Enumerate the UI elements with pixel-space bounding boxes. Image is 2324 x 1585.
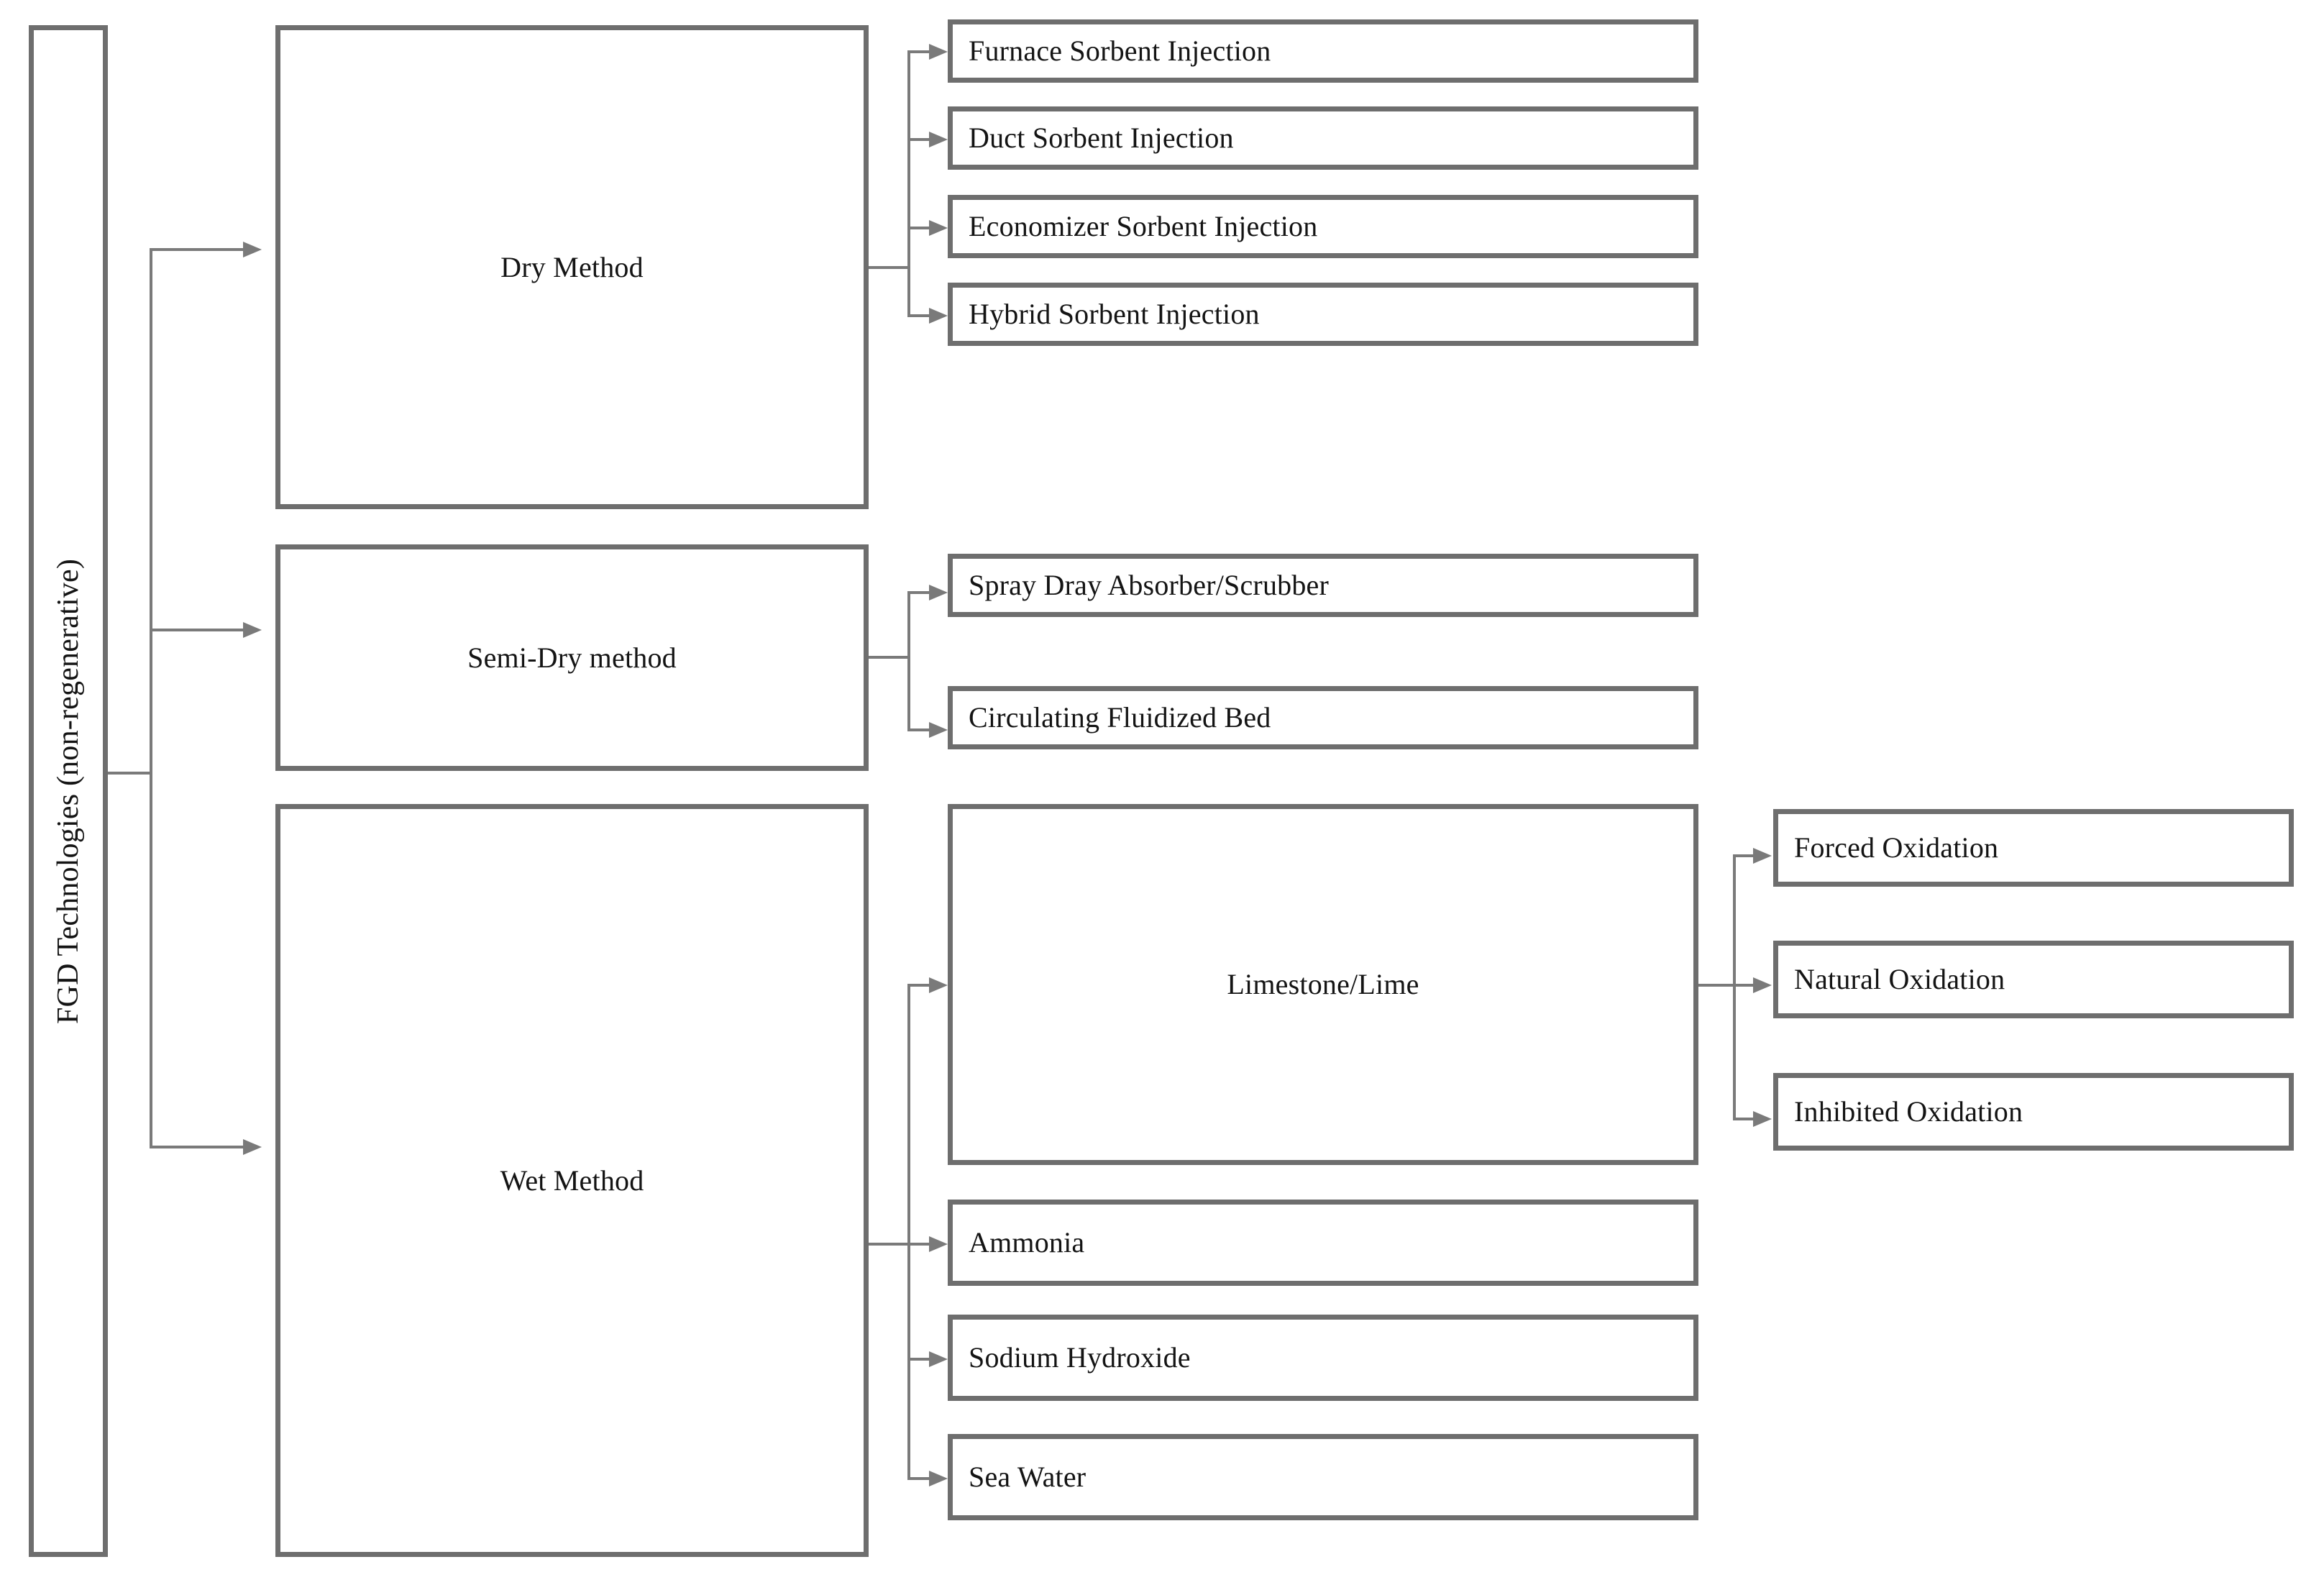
connector-root-stem xyxy=(108,772,151,775)
connector-root-to-semi-dry xyxy=(150,629,243,631)
arrowhead-wet-to-ammonia xyxy=(929,1236,948,1252)
connector-limestone-stem xyxy=(1698,984,1736,987)
node-semi-dry-method-label: Semi-Dry method xyxy=(467,641,677,674)
arrowhead-semidry-to-cfb xyxy=(929,722,948,738)
arrowhead-dry-to-duct xyxy=(929,132,948,147)
arrowhead-wet-to-sea-water xyxy=(929,1471,948,1486)
node-dry-method[interactable]: Dry Method xyxy=(275,25,869,509)
node-inhibited-oxidation-label: Inhibited Oxidation xyxy=(1794,1095,2023,1128)
arrowhead-root-to-dry xyxy=(243,242,262,257)
node-forced-oxidation[interactable]: Forced Oxidation xyxy=(1773,809,2294,887)
connector-wet-to-ammonia xyxy=(907,1243,930,1246)
node-natural-oxidation[interactable]: Natural Oxidation xyxy=(1773,941,2294,1018)
connector-dry-to-hybrid xyxy=(907,314,930,317)
node-limestone-lime[interactable]: Limestone/Lime xyxy=(948,804,1698,1165)
node-sodium-hydroxide-label: Sodium Hydroxide xyxy=(969,1341,1191,1374)
node-duct-sorbent-injection-label: Duct Sorbent Injection xyxy=(969,122,1234,154)
node-root-label: FGD Technologies (non-regenerative) xyxy=(51,558,85,1024)
connector-wet-stem xyxy=(869,1243,910,1246)
node-duct-sorbent-injection[interactable]: Duct Sorbent Injection xyxy=(948,106,1698,170)
node-furnace-sorbent-injection[interactable]: Furnace Sorbent Injection xyxy=(948,19,1698,83)
node-hybrid-sorbent-injection[interactable]: Hybrid Sorbent Injection xyxy=(948,283,1698,346)
connector-semidry-to-spray-dray xyxy=(907,591,930,594)
arrowhead-dry-to-furnace xyxy=(929,44,948,60)
node-wet-method[interactable]: Wet Method xyxy=(275,804,869,1557)
connector-dry-bus xyxy=(907,50,910,314)
node-sea-water-label: Sea Water xyxy=(969,1461,1086,1493)
arrowhead-wet-to-limestone xyxy=(929,977,948,993)
arrowhead-root-to-wet xyxy=(243,1139,262,1155)
node-sea-water[interactable]: Sea Water xyxy=(948,1434,1698,1520)
node-natural-oxidation-label: Natural Oxidation xyxy=(1794,963,2005,995)
arrowhead-limestone-to-forced xyxy=(1753,848,1772,864)
connector-dry-to-economizer xyxy=(907,227,930,229)
node-ammonia-label: Ammonia xyxy=(969,1226,1085,1259)
arrowhead-root-to-semi-dry xyxy=(243,622,262,638)
connector-limestone-to-natural xyxy=(1733,984,1755,987)
arrowhead-dry-to-hybrid xyxy=(929,308,948,324)
connector-wet-to-sodium-hydroxide xyxy=(907,1358,930,1361)
node-fgd-technologies-root[interactable]: FGD Technologies (non-regenerative) xyxy=(29,25,108,1557)
connector-wet-to-sea-water xyxy=(907,1477,930,1480)
arrowhead-wet-to-sodium-hydroxide xyxy=(929,1351,948,1367)
node-sodium-hydroxide[interactable]: Sodium Hydroxide xyxy=(948,1315,1698,1401)
node-limestone-lime-label: Limestone/Lime xyxy=(1227,968,1419,1000)
connector-wet-bus xyxy=(907,984,910,1480)
node-spray-dray-absorber-scrubber[interactable]: Spray Dray Absorber/Scrubber xyxy=(948,554,1698,617)
arrowhead-dry-to-economizer xyxy=(929,220,948,236)
connector-root-bus xyxy=(150,248,152,1148)
connector-dry-to-furnace xyxy=(907,50,930,53)
node-circulating-fluidized-bed-label: Circulating Fluidized Bed xyxy=(969,701,1271,734)
connector-limestone-bus xyxy=(1733,854,1736,1120)
node-spray-dray-absorber-scrubber-label: Spray Dray Absorber/Scrubber xyxy=(969,569,1330,601)
connector-wet-to-limestone xyxy=(907,984,930,987)
connector-root-to-dry xyxy=(150,248,243,251)
node-furnace-sorbent-injection-label: Furnace Sorbent Injection xyxy=(969,35,1271,67)
node-economizer-sorbent-injection-label: Economizer Sorbent Injection xyxy=(969,210,1318,242)
connector-dry-to-duct xyxy=(907,138,930,141)
node-economizer-sorbent-injection[interactable]: Economizer Sorbent Injection xyxy=(948,195,1698,258)
connector-limestone-to-inhibited xyxy=(1733,1118,1755,1120)
connector-root-to-wet xyxy=(150,1146,243,1148)
connector-semidry-stem xyxy=(869,656,910,659)
node-circulating-fluidized-bed[interactable]: Circulating Fluidized Bed xyxy=(948,686,1698,749)
connector-semidry-to-cfb xyxy=(907,728,930,731)
arrowhead-limestone-to-inhibited xyxy=(1753,1111,1772,1127)
arrowhead-limestone-to-natural xyxy=(1753,977,1772,993)
node-hybrid-sorbent-injection-label: Hybrid Sorbent Injection xyxy=(969,298,1260,330)
node-ammonia[interactable]: Ammonia xyxy=(948,1200,1698,1286)
node-inhibited-oxidation[interactable]: Inhibited Oxidation xyxy=(1773,1073,2294,1151)
node-dry-method-label: Dry Method xyxy=(500,250,644,283)
arrowhead-semidry-to-spray-dray xyxy=(929,585,948,600)
connector-limestone-to-forced xyxy=(1733,854,1755,857)
connector-dry-stem xyxy=(869,266,910,269)
node-wet-method-label: Wet Method xyxy=(500,1164,644,1197)
connector-semidry-bus xyxy=(907,591,910,731)
node-forced-oxidation-label: Forced Oxidation xyxy=(1794,831,1999,864)
node-semi-dry-method[interactable]: Semi-Dry method xyxy=(275,544,869,771)
